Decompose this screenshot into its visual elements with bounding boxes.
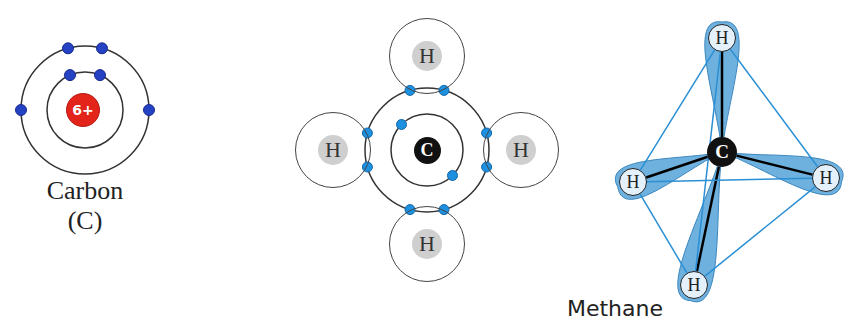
molecule-name: Methane <box>567 296 663 321</box>
element-symbol: C <box>421 140 434 161</box>
outer-shell <box>21 46 149 174</box>
methane-electrons <box>362 85 491 214</box>
electron <box>448 171 458 181</box>
nucleus-circle: 6+ <box>66 93 100 127</box>
element-symbol: H <box>716 28 729 49</box>
orbital-lobe <box>722 152 843 195</box>
electron <box>439 85 449 95</box>
electron <box>97 43 108 54</box>
tetrahedron-edge <box>647 178 812 181</box>
hydrogen-atom: H <box>619 168 647 196</box>
carbon-core: C <box>414 137 441 164</box>
outer-shell <box>365 88 489 212</box>
tetrahedron-edge <box>730 49 817 167</box>
methane-shells <box>365 88 489 212</box>
electron <box>63 43 74 54</box>
bond-line <box>721 52 724 137</box>
hydrogen-shell: H <box>295 112 371 188</box>
electron <box>439 205 449 215</box>
electron <box>95 70 106 81</box>
orbital-lobe <box>705 22 739 152</box>
bond-line <box>646 157 708 178</box>
tetrahedron-edge <box>640 50 714 170</box>
atom-name: Carbon (C) <box>35 176 135 236</box>
carbon-atom: C <box>707 137 737 167</box>
element-symbol: C <box>715 141 729 163</box>
inner-shell <box>47 72 123 148</box>
hydrogen-shell: H <box>389 206 465 282</box>
electron <box>362 162 372 172</box>
electron <box>405 85 415 95</box>
element-symbol: H <box>412 41 442 71</box>
electron <box>362 128 372 138</box>
orbital-lobes <box>615 22 843 302</box>
electron <box>144 105 155 116</box>
tetrahedron-edge <box>640 194 687 273</box>
element-symbol: H <box>412 229 442 259</box>
charge-label: 6+ <box>72 102 93 118</box>
element-symbol: H <box>688 275 701 296</box>
hydrogen-atom: H <box>812 164 840 192</box>
element-symbol: H <box>627 172 640 193</box>
bond-line <box>697 167 719 272</box>
inner-shell <box>391 114 463 186</box>
hydrogen-shell: H <box>389 18 465 94</box>
element-symbol: H <box>820 168 833 189</box>
electron <box>405 205 415 215</box>
hydrogen-atom: H <box>680 271 708 299</box>
element-symbol: H <box>506 135 536 165</box>
element-symbol: H <box>318 135 348 165</box>
electron <box>16 105 27 116</box>
electron <box>65 70 76 81</box>
tetrahedron-edge <box>705 187 815 276</box>
electron <box>482 128 492 138</box>
electron <box>482 162 492 172</box>
carbon-atom-shells <box>21 46 149 174</box>
bond-line <box>737 156 813 175</box>
hydrogen-shell: H <box>483 112 559 188</box>
hydrogen-atom: H <box>708 24 736 52</box>
electron <box>397 120 407 130</box>
